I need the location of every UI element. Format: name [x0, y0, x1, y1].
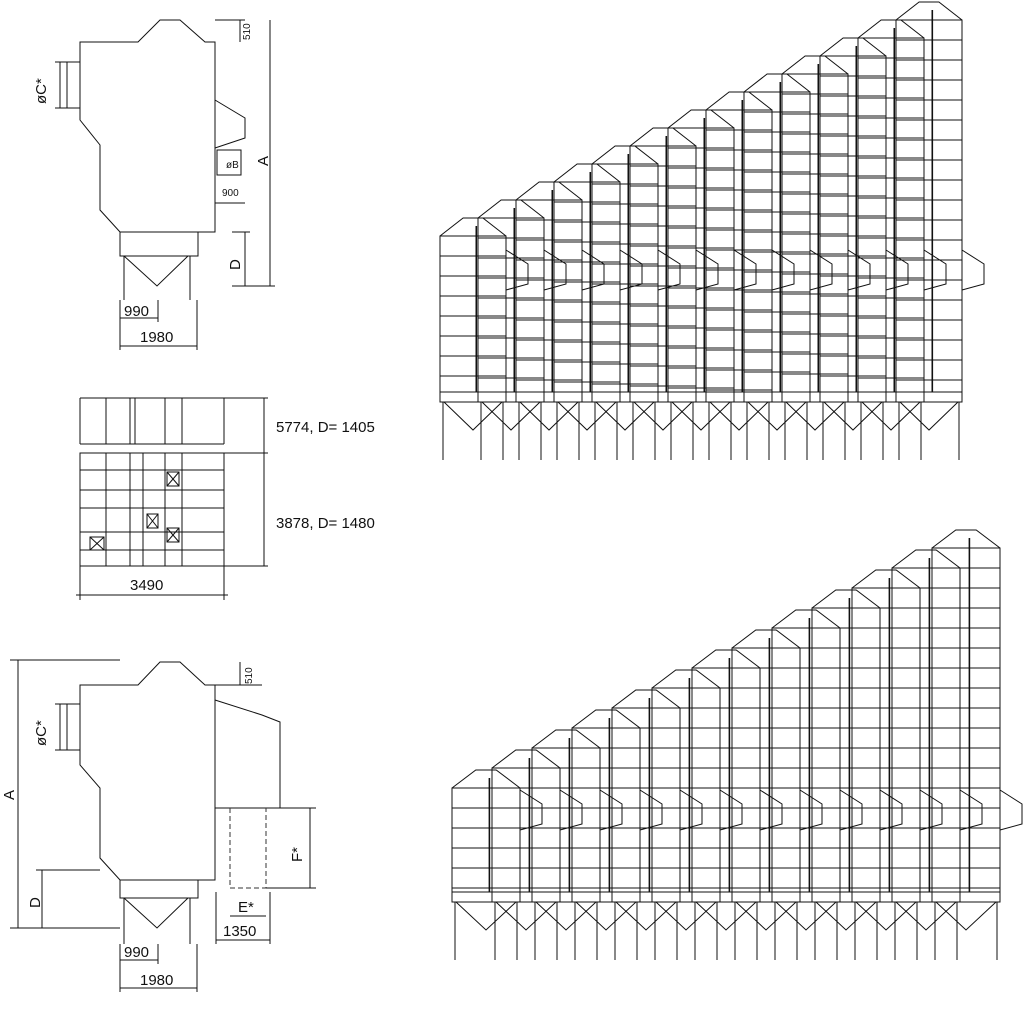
dryer-tower [691, 649, 783, 960]
dryer-series-lower [451, 529, 1023, 960]
dim-e: E* [238, 899, 254, 916]
dryer-tower [629, 127, 719, 460]
cross-box-marker [166, 527, 180, 543]
dryer-series-upper [439, 1, 985, 460]
dryer-tower [781, 55, 871, 460]
side-view-bottom: 510 A øC* D F* E* 1350 990 1980 [1, 659, 316, 992]
plan-note-upper: 5774, D= 1405 [276, 419, 375, 436]
dim-f: F* [289, 847, 306, 862]
dim-990-top: 990 [124, 303, 149, 320]
dryer-tower [731, 629, 823, 960]
side-view-top: 510 A øB 900 D øC* 990 1980 [33, 19, 275, 350]
dim-a-bottom: A [1, 790, 18, 800]
dim-900-top: 900 [222, 188, 239, 199]
cross-box-marker [89, 536, 105, 551]
dryer-tower [857, 19, 947, 460]
dryer-tower [515, 181, 605, 460]
dim-1350: 1350 [223, 923, 256, 940]
dryer-tower [667, 109, 757, 460]
dim-d-top: D [227, 259, 244, 270]
dryer-tower [439, 217, 529, 460]
dim-1980-bottom: 1980 [140, 972, 173, 989]
dryer-tower [553, 163, 643, 460]
dryer-tower [895, 1, 985, 460]
dryer-tower [891, 549, 983, 960]
dryer-tower [819, 37, 909, 460]
dim-1980-top: 1980 [140, 329, 173, 346]
dim-ob: øB [226, 160, 239, 171]
cross-box-marker [166, 471, 180, 487]
dim-510-bottom: 510 [244, 667, 255, 684]
dim-510-top: 510 [242, 23, 253, 40]
dryer-tower [451, 769, 543, 960]
plan-view: 5774, D= 1405 3878, D= 1480 3490 [76, 397, 375, 600]
dryer-tower [811, 589, 903, 960]
dim-oc-top: øC* [33, 78, 50, 104]
dryer-tower [491, 749, 583, 960]
dim-a-top: A [255, 156, 272, 166]
dim-990-bottom: 990 [124, 944, 149, 961]
cross-box-marker [146, 513, 159, 529]
dim-3490: 3490 [130, 577, 163, 594]
dryer-tower [931, 529, 1023, 960]
plan-note-lower: 3878, D= 1480 [276, 515, 375, 532]
dryer-tower [591, 145, 681, 460]
dryer-tower [477, 199, 567, 460]
dryer-tower [651, 669, 743, 960]
dryer-tower [705, 91, 795, 460]
dryer-tower [743, 73, 833, 460]
dim-oc-bottom: øC* [33, 720, 50, 746]
dryer-tower [531, 729, 623, 960]
dryer-tower [771, 609, 863, 960]
dim-d-bottom: D [27, 897, 44, 908]
